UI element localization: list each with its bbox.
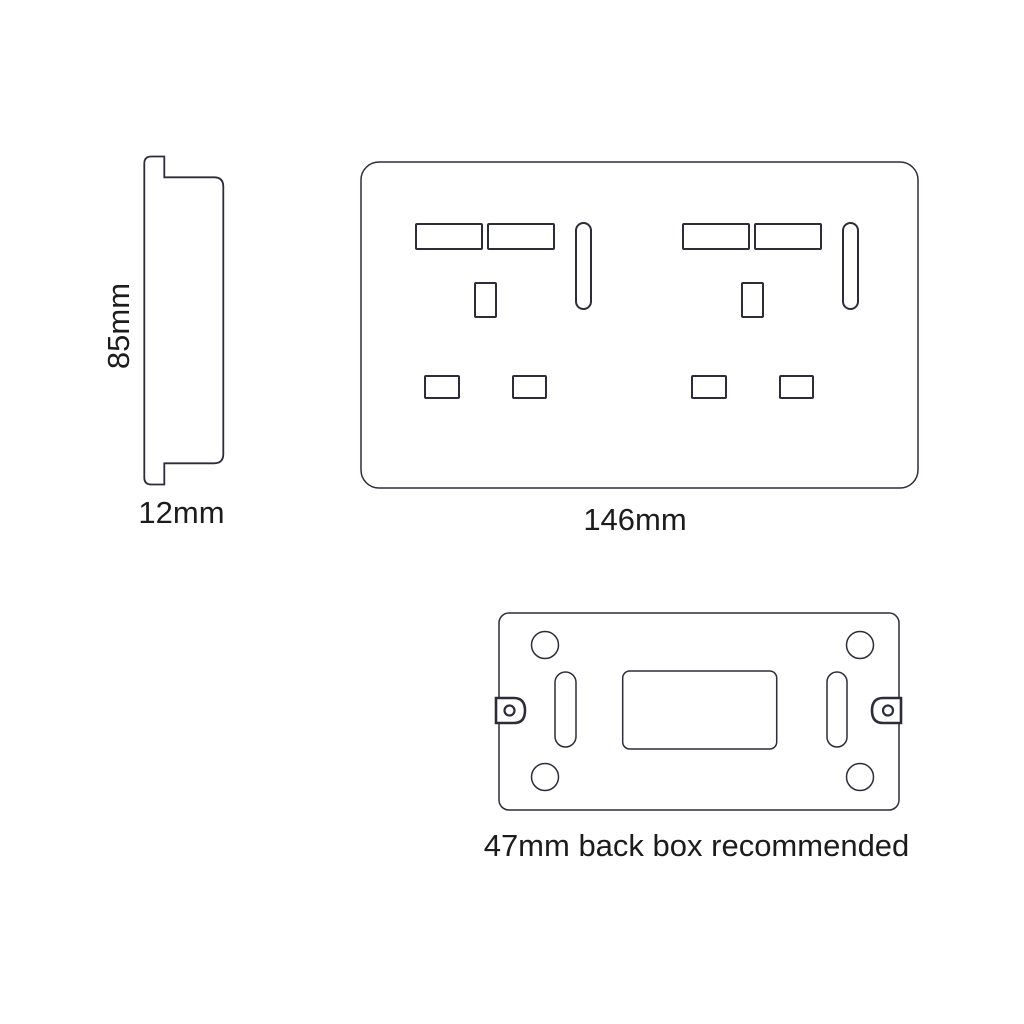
socket-gang-right — [682, 222, 859, 399]
depth-dimension-label: 12mm — [138, 495, 224, 530]
neutral-pin-slot — [779, 375, 814, 399]
mounting-slot-right — [826, 671, 848, 748]
mounting-slot-left — [554, 671, 577, 748]
live-pin-slot — [424, 375, 460, 399]
rocker-switch-slot — [575, 222, 592, 310]
usb-slot-2 — [754, 223, 822, 250]
knockout-hole-bottom-left — [530, 762, 560, 792]
socket-gang-left — [415, 222, 592, 399]
back-box-note: 47mm back box recommended — [484, 828, 910, 863]
earth-pin-slot — [741, 282, 764, 318]
neutral-pin-slot — [512, 375, 547, 399]
side-profile-outline — [143, 155, 225, 486]
live-pin-slot — [691, 375, 727, 399]
fixing-lug-right-tab — [870, 696, 903, 725]
usb-slot-1 — [682, 223, 750, 250]
knockout-hole-top-left — [530, 630, 560, 660]
front-view: 146mm — [360, 161, 919, 537]
rocker-switch-slot — [842, 222, 859, 310]
usb-slot-2 — [487, 223, 555, 250]
fixing-lug-right — [870, 696, 903, 725]
screw-hole-right — [881, 704, 895, 717]
width-dimension-label: 146mm — [583, 502, 686, 537]
knockout-hole-top-right — [845, 630, 875, 660]
side-profile-view: 85mm 12mm — [101, 155, 225, 530]
fixing-lug-left — [494, 696, 527, 725]
height-dimension-label: 85mm — [101, 283, 136, 369]
fixing-lug-left-tab — [494, 696, 527, 725]
screw-hole-left — [503, 704, 516, 717]
back-box-view: 47mm back box recommended — [484, 612, 910, 863]
knockout-hole-bottom-right — [845, 762, 875, 792]
usb-slot-1 — [415, 223, 483, 250]
cable-opening — [621, 670, 778, 750]
earth-pin-slot — [474, 282, 497, 318]
faceplate-outline — [360, 161, 919, 489]
